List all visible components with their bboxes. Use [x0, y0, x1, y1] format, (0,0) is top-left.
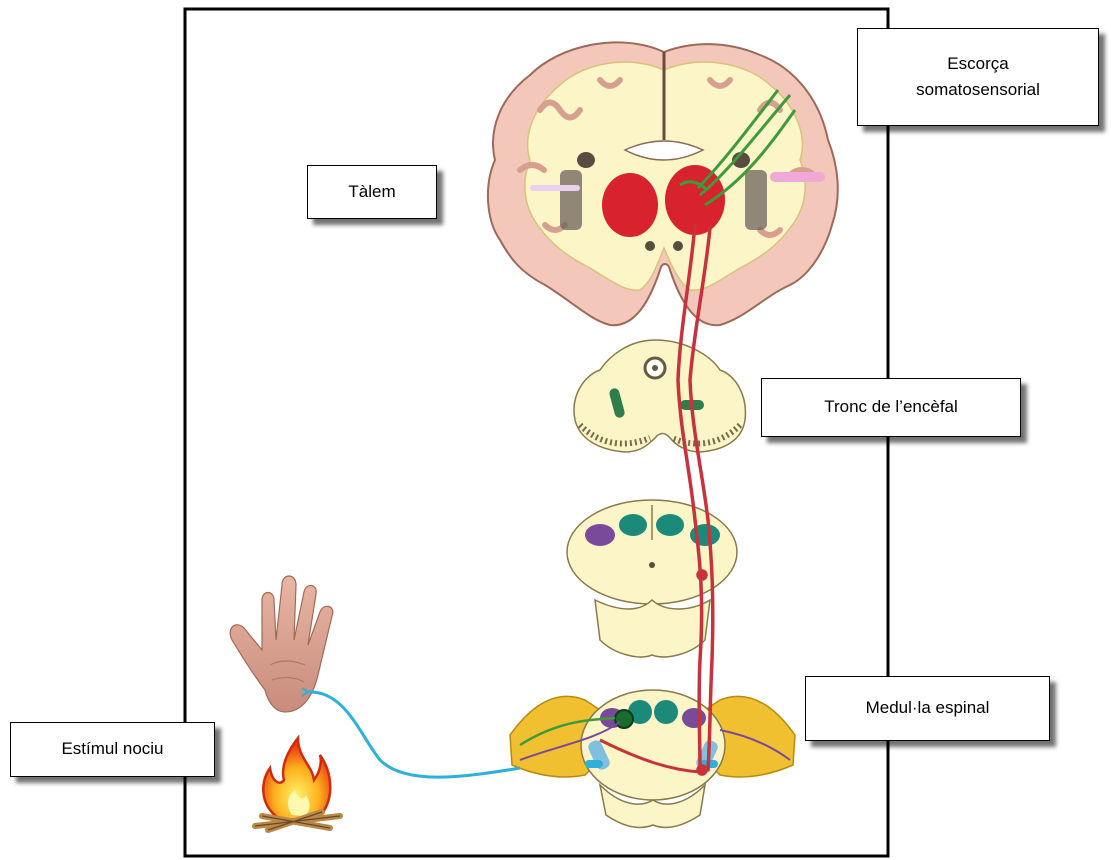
brainstem-label-box: Tronc de l’encèfal [761, 378, 1021, 437]
cortex-label-line2: somatosensorial [916, 80, 1040, 99]
spinal-cord-label: Medul·la espinal [866, 695, 990, 721]
thalamus-label: Tàlem [348, 179, 395, 205]
spinal-cord-label-box: Medul·la espinal [805, 676, 1050, 741]
stimulus-label-box: Estímul nociu [10, 722, 215, 777]
stimulus-label: Estímul nociu [61, 736, 163, 762]
thalamus-label-box: Tàlem [307, 165, 437, 219]
cortex-label-line1: Escorça [947, 54, 1008, 73]
left-thalamus [602, 173, 658, 237]
cortex-label-box: Escorça somatosensorial [857, 28, 1099, 126]
dorsal-horn-neuron [615, 710, 633, 728]
cortex-label: Escorça somatosensorial [916, 51, 1040, 104]
brainstem-label: Tronc de l’encèfal [824, 394, 958, 420]
